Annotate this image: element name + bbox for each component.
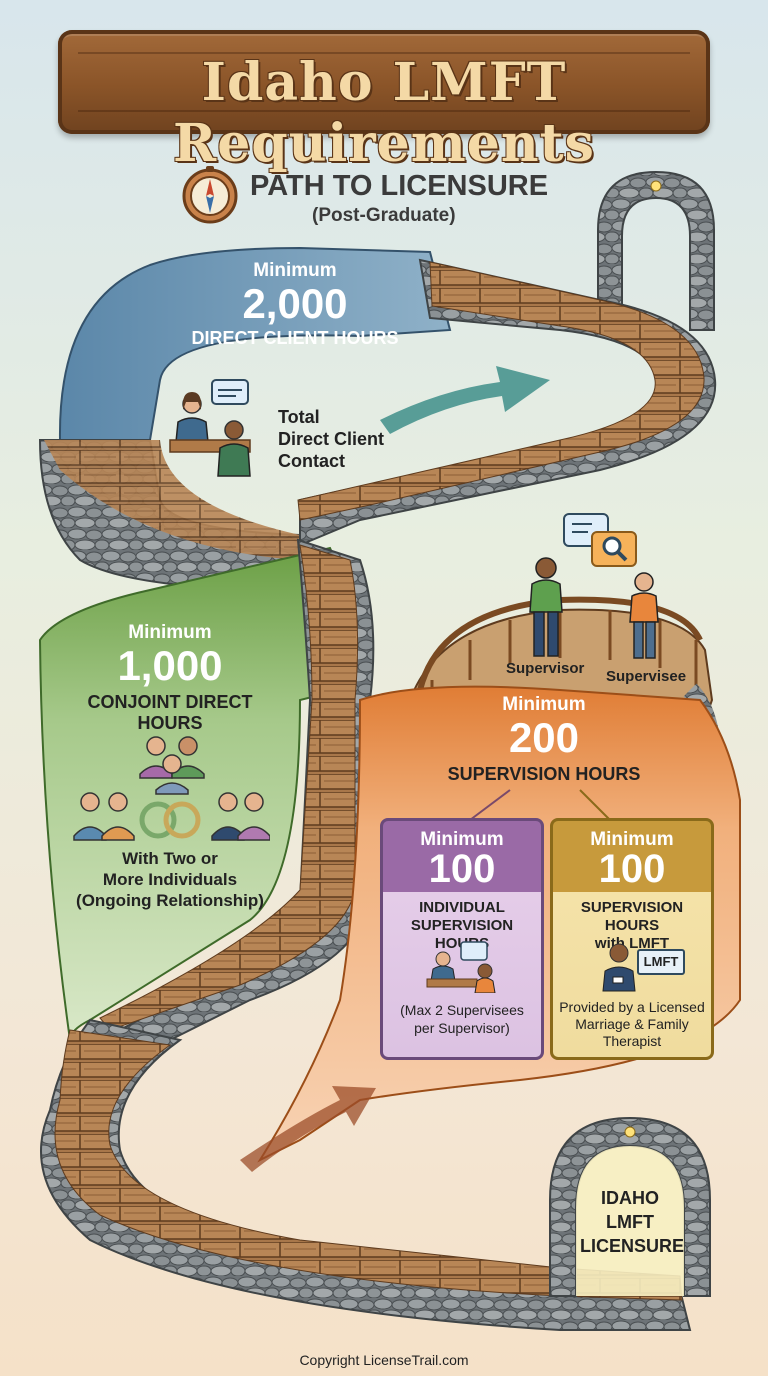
speech-bubble-icon [211,379,249,405]
magnifier-icon [602,536,628,562]
supervision-figures-icon [529,513,659,659]
lmft-badge: LMFT [637,949,685,975]
green-ribbon [38,546,362,1041]
individual-hours-value: 100 [428,847,496,891]
title-board: Idaho LMFT Requirements [58,30,710,174]
supervisor-label: Supervisor [506,660,585,677]
path-subtitle: (Post-Graduate) [312,205,456,226]
supervision-hours-value: 200 [508,714,580,761]
lantern-icon [624,1126,636,1138]
supervision-min-label: Minimum [502,694,586,715]
conjoint-hours-value: 1,000 [117,642,223,689]
individual-note: (Max 2 Supervisees per Supervisor) [400,1002,524,1036]
page-title: Idaho LMFT Requirements [173,52,595,174]
lmft-supervision-card: Minimum 100 SUPERVISION HOURS with LMFT … [550,818,714,1060]
lmft-note: Provided by a Licensed Marriage & Family… [559,999,705,1049]
supervision-hours-label: SUPERVISION HOURS [447,764,641,784]
conjoint-hours-label: CONJOINT DIRECT HOURS [87,692,253,733]
destination-label: IDAHO LMFT LICENSURE [580,1188,685,1256]
lmft-hours-label: SUPERVISION HOURS with LMFT [580,899,684,952]
rings-icon [139,801,201,839]
copyright-footer: Copyright LicenseTrail.com [299,1352,469,1368]
lmft-hours-value: 100 [598,847,666,891]
direct-hours-value: 2,000 [242,280,348,327]
top-arch [597,170,715,331]
conjoint-detail: With Two or More Individuals (Ongoing Re… [76,849,264,910]
blue-ribbon [58,246,452,441]
lantern-icon [650,180,662,192]
direct-detail: Total Direct Client Contact [278,407,385,471]
counseling-session-icon [169,379,251,477]
conjoint-group-icon [73,736,270,841]
speech-bubble-icon [460,941,488,961]
therapist-icon [602,943,636,992]
direct-hours-label: DIRECT CLIENT HOURS [191,328,399,348]
path-title: PATH TO LICENSURE [250,170,549,202]
direct-min-label: Minimum [253,260,337,281]
lmft-min-label: Minimum [590,829,674,850]
conjoint-min-label: Minimum [128,622,212,643]
individual-min-label: Minimum [420,829,504,850]
supervisee-label: Supervisee [606,668,687,685]
compass-icon [182,166,238,224]
supervision-session-icon [426,941,496,993]
individual-supervision-card: Minimum 100 INDIVIDUAL SUPERVISION HOURS… [380,818,544,1060]
destination-arch [549,1116,711,1297]
